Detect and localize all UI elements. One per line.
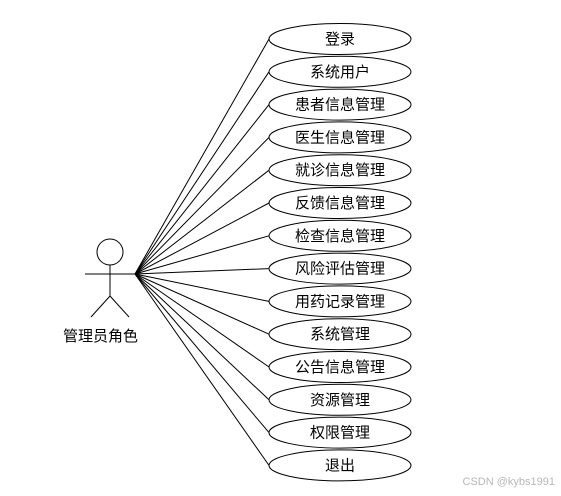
association-line <box>134 235 270 275</box>
use-case: 检查信息管理 <box>268 219 412 252</box>
use-case-label: 风险评估管理 <box>295 260 385 278</box>
use-case: 公告信息管理 <box>268 351 412 383</box>
use-case-label: 资源管理 <box>310 391 370 409</box>
actor-right-leg <box>109 295 130 318</box>
use-case-group: 登录系统用户患者信息管理医生信息管理就诊信息管理反馈信息管理检查信息管理风险评估… <box>268 23 412 482</box>
association-line <box>134 169 270 275</box>
use-case-label: 权限管理 <box>310 424 370 442</box>
use-case-label: 检查信息管理 <box>295 227 385 245</box>
use-case-ellipse <box>268 219 412 252</box>
association-line <box>134 202 270 275</box>
use-case-ellipse <box>268 252 412 285</box>
use-case: 就诊信息管理 <box>268 154 412 187</box>
actor-left-leg <box>90 295 111 318</box>
use-case-ellipse <box>268 121 412 154</box>
use-case: 系统管理 <box>268 318 412 351</box>
association-lines <box>134 38 270 466</box>
use-case-ellipse <box>268 318 412 351</box>
use-case-ellipse <box>268 88 412 121</box>
association-line <box>134 71 270 275</box>
use-case-ellipse <box>268 154 412 187</box>
association-line <box>134 268 270 275</box>
use-case-ellipse <box>268 416 412 449</box>
association-line <box>134 273 270 335</box>
use-case-ellipse <box>268 351 412 383</box>
actor-head <box>96 238 124 266</box>
association-line <box>134 273 270 433</box>
use-case-ellipse <box>268 55 412 88</box>
association-line <box>134 273 270 302</box>
use-case-ellipse <box>268 187 412 219</box>
use-case-label: 系统管理 <box>310 325 370 343</box>
association-line <box>134 137 270 275</box>
use-case-label: 登录 <box>325 30 355 48</box>
use-case-label: 公告信息管理 <box>295 358 385 376</box>
use-case: 登录 <box>268 23 412 55</box>
use-case-ellipse <box>268 383 412 416</box>
use-case-label: 患者信息管理 <box>295 96 385 114</box>
use-case-label: 用药记录管理 <box>295 292 385 310</box>
use-case-label: 退出 <box>325 456 355 474</box>
actor-label: 管理员角色 <box>63 327 139 345</box>
association-line <box>134 273 270 466</box>
use-case: 医生信息管理 <box>268 121 412 154</box>
association-line <box>134 38 270 275</box>
association-line <box>134 273 270 401</box>
use-case-ellipse <box>268 285 412 318</box>
use-case-label: 反馈信息管理 <box>295 194 385 212</box>
actor-stick-figure <box>85 238 135 318</box>
use-case: 用药记录管理 <box>268 285 412 318</box>
use-case: 权限管理 <box>268 416 412 449</box>
use-case-label: 就诊信息管理 <box>295 161 385 179</box>
watermark: CSDN @kybs1991 <box>462 476 555 488</box>
use-case-label: 医生信息管理 <box>295 128 385 146</box>
use-case-ellipse <box>268 449 412 482</box>
use-case-ellipse <box>268 23 412 55</box>
use-case: 患者信息管理 <box>268 88 412 121</box>
association-line <box>134 273 270 368</box>
use-case: 反馈信息管理 <box>268 187 412 219</box>
use-case: 资源管理 <box>268 383 412 416</box>
use-case: 风险评估管理 <box>268 252 412 285</box>
association-line <box>134 104 270 275</box>
use-case: 系统用户 <box>268 55 412 88</box>
use-case-label: 系统用户 <box>310 63 370 81</box>
use-case: 退出 <box>268 449 412 482</box>
